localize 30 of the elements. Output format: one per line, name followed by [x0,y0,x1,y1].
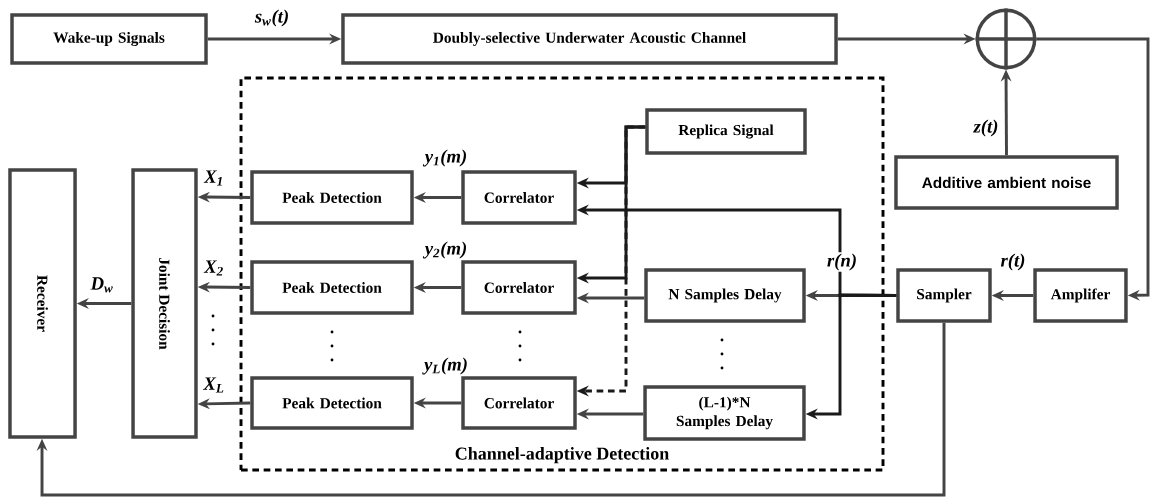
edge-label: s$_{w}$(t) [254,9,288,27]
process-box: Additive ambient noise [894,155,1119,210]
edge-label: r(n) [827,253,856,271]
edge-label: y$_{2}$(m) [422,241,467,259]
process-box: Doubly-selective Underwater Acoustic Channel [341,13,838,65]
edge-label: X$_{2}$ [203,260,223,276]
edge-label: X$_{1}$ [203,170,222,186]
process-box: (L-1)*N Samples Delay [643,385,806,441]
process-box: Amplifer [1033,268,1128,323]
edge-label: D$_{w}$ [90,277,113,293]
process-box: Peak Detection [250,260,414,315]
process-box: Correlator [461,260,577,315]
arrow [36,322,946,497]
process-box: Wake-up Signals [10,13,208,65]
process-box: Peak Detection [250,170,414,225]
process-box: Correlator [461,376,577,430]
edge-label: z(t) [973,119,998,137]
process-box: N Samples Delay [644,268,806,323]
process-box: Correlator [461,170,577,225]
process-box: Receiver [8,168,77,439]
adder-circle [973,6,1039,72]
edge-label: r(t) [1000,253,1025,271]
process-box: Sampler [896,268,992,323]
edge-label: y$_{L}$(m) [422,357,467,375]
edge-label: X$_{L}$ [203,377,224,393]
edge-label: y$_{1}$(m) [422,149,467,167]
process-box: Replica Signal [645,108,807,155]
process-box: Peak Detection [250,376,414,430]
process-box: Joint Decision [131,168,198,439]
arrow [1036,37,1150,301]
